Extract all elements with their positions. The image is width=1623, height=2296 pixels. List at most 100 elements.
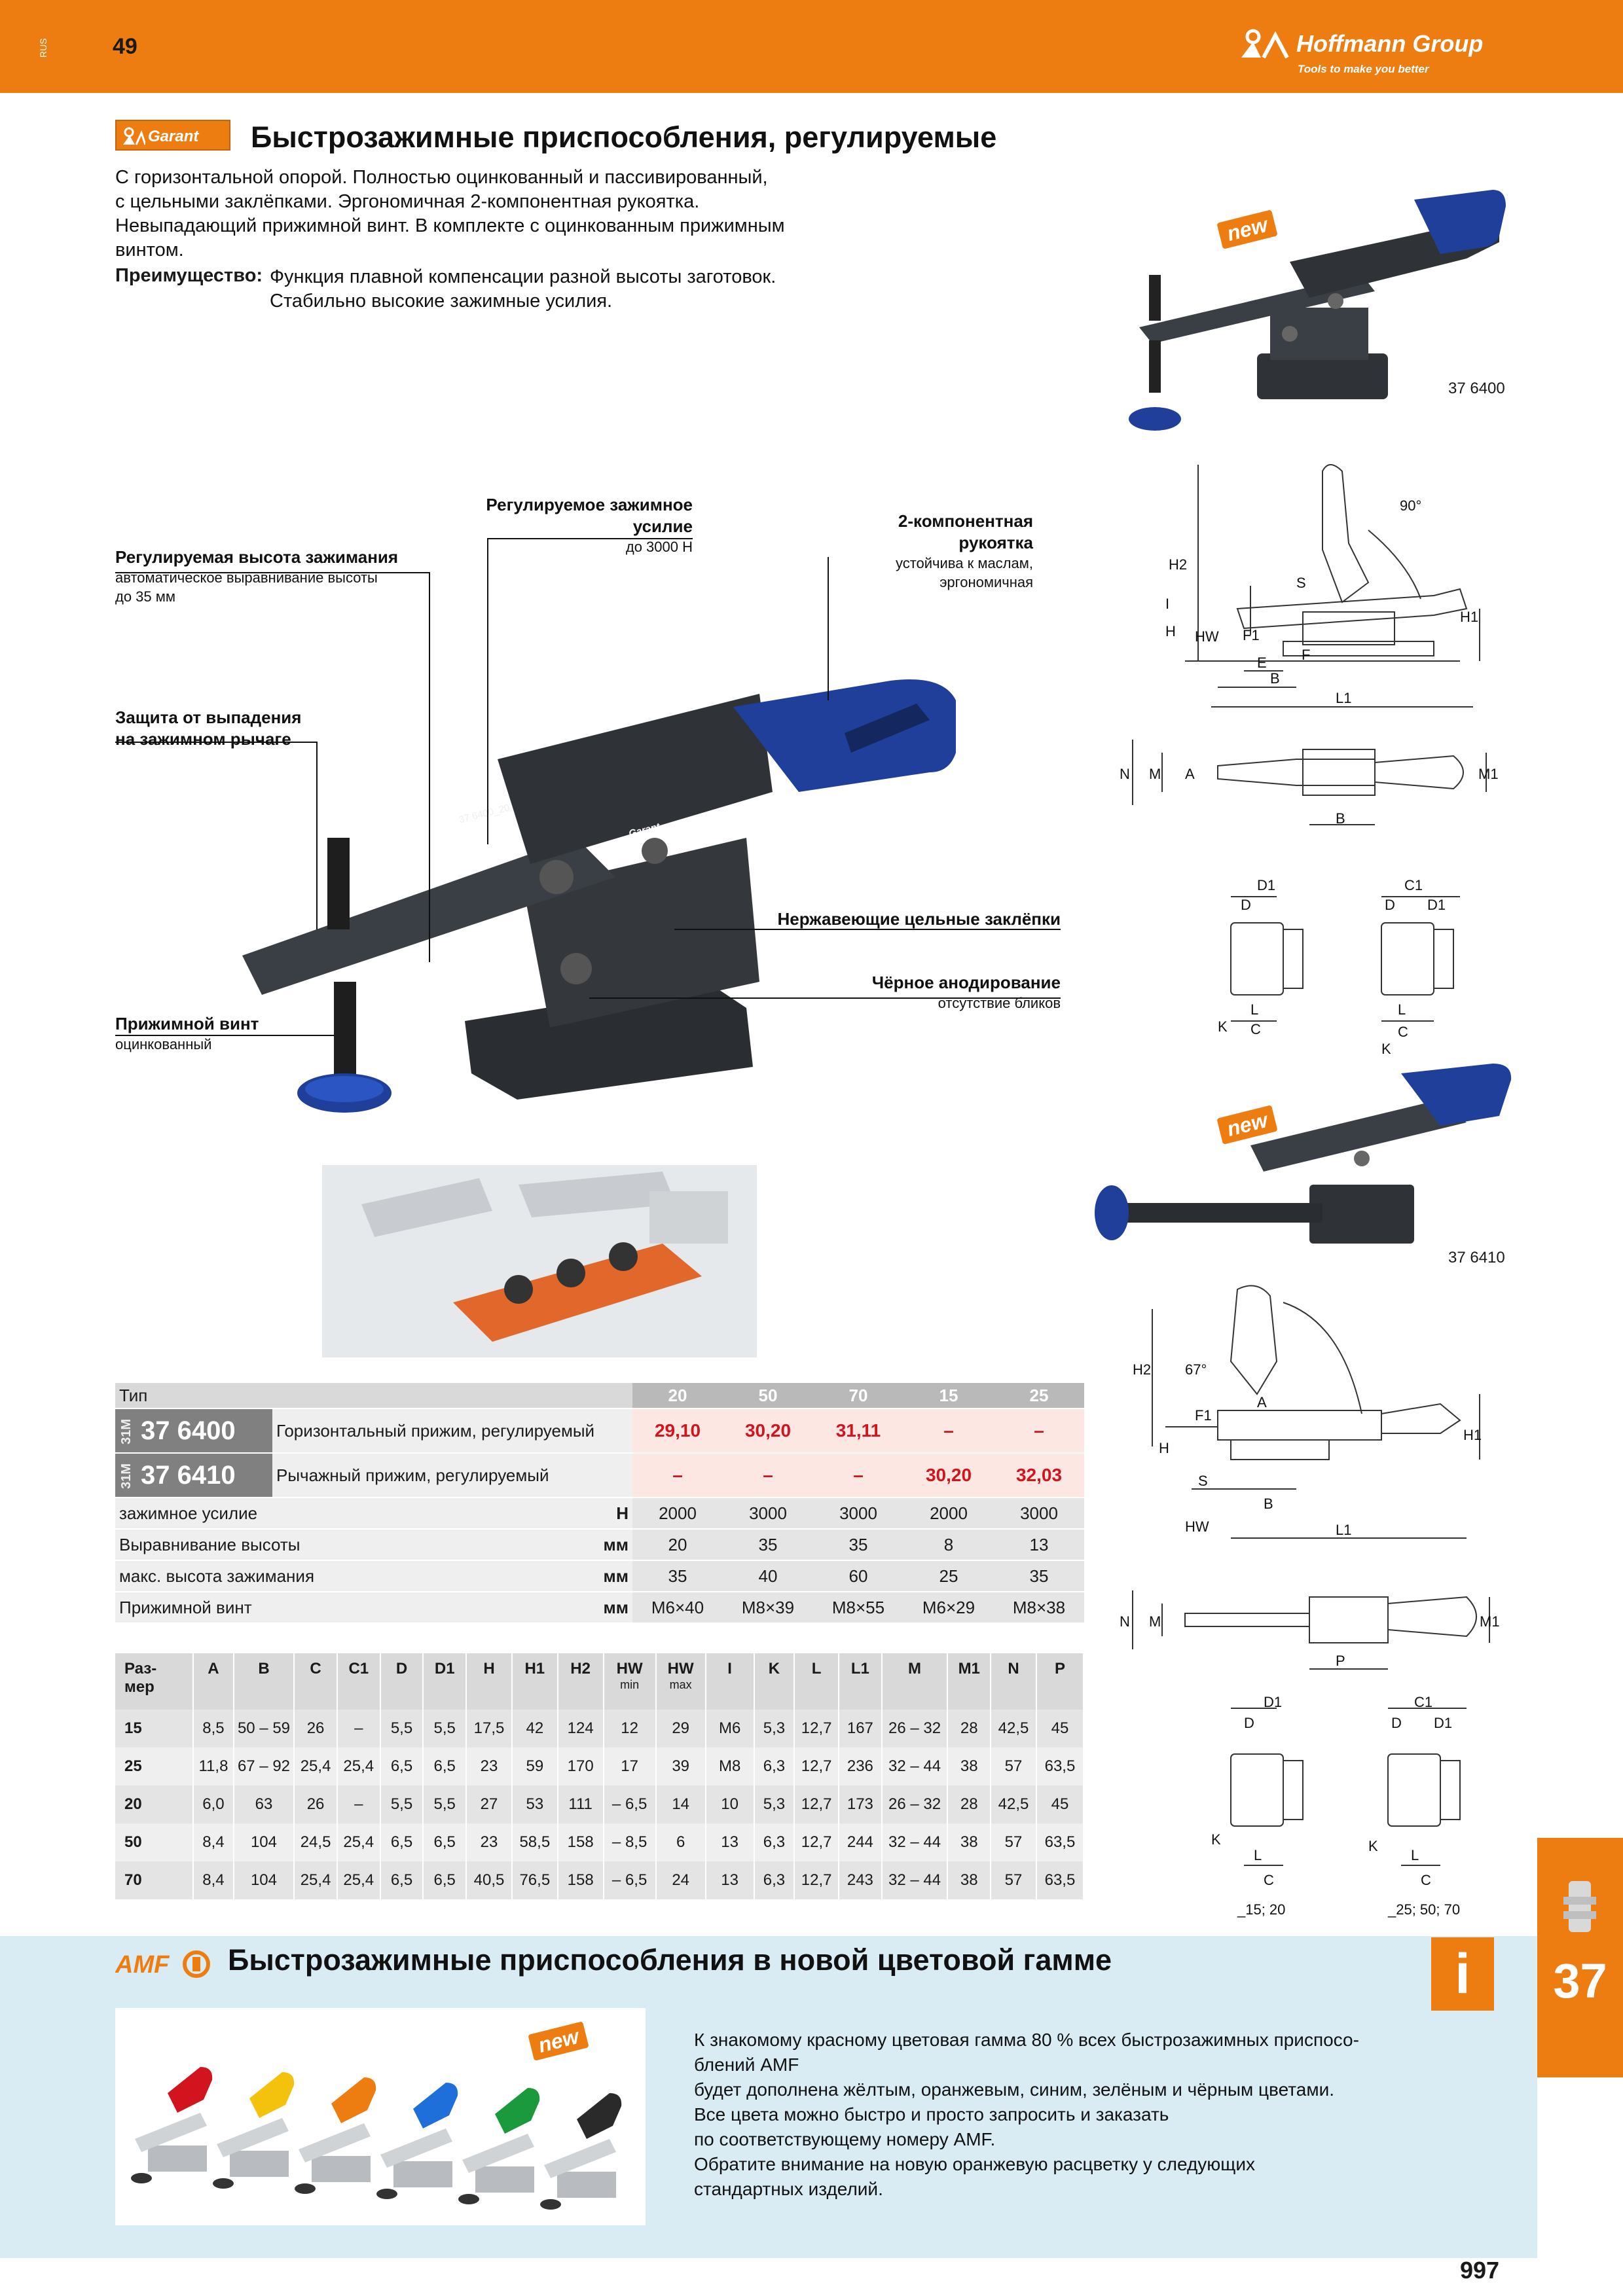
- angle-label: 67°: [1185, 1361, 1207, 1378]
- article-number-376410: 37 6410: [1448, 1249, 1505, 1266]
- dim-value-cell: 45: [1036, 1785, 1085, 1823]
- colored-clamp: [540, 2093, 622, 2210]
- spec-value: 35: [813, 1529, 903, 1561]
- size-note: _25; 50; 70: [1387, 1901, 1460, 1918]
- dim-value-cell: 57: [991, 1823, 1037, 1861]
- spec-value: M6×29: [903, 1592, 994, 1624]
- amf-logo: AMF: [115, 1949, 213, 1979]
- amf-text-line: будет дополнена жёлтым, оранжевым, синим…: [694, 2079, 1334, 2100]
- spec-value: 60: [813, 1560, 903, 1592]
- dim-size-cell: 20: [115, 1785, 194, 1823]
- amf-text-line: Все цвета можно быстро и просто запросит…: [694, 2104, 1169, 2125]
- dim-label-D1: D1: [1257, 877, 1275, 893]
- dim-label-H2: H2: [1133, 1361, 1151, 1378]
- callout-force-title: усилие: [632, 516, 693, 536]
- dim-value-cell: 6,0: [193, 1785, 234, 1823]
- dim-col-header: M: [881, 1653, 949, 1710]
- dim-value-cell: 32 – 44: [881, 1748, 949, 1785]
- dim-value-cell: 63: [233, 1785, 295, 1823]
- clamp-push-pull-icon: [1095, 1064, 1512, 1244]
- dim-label-HW: HW: [1185, 1518, 1209, 1535]
- dim-label-K: K: [1368, 1838, 1378, 1854]
- page-number-bottom: 997: [1460, 2257, 1500, 2284]
- amf-text-line: Обратите внимание на новую оранжевую рас…: [694, 2154, 1255, 2174]
- description: С горизонтальной опорой. Полностью оцинк…: [115, 166, 785, 262]
- dim-value-cell: 28: [947, 1785, 992, 1823]
- product-name: Рычажный прижим, регулируемый: [272, 1453, 632, 1498]
- spec-size-header: 20: [632, 1383, 723, 1409]
- dim-value-cell: 27: [466, 1785, 513, 1823]
- dim-value-cell: 236: [839, 1748, 883, 1785]
- dim-value-cell: 25,4: [294, 1748, 338, 1785]
- dim-value-cell: 25,4: [294, 1861, 338, 1899]
- dim-col-header: D1: [423, 1653, 467, 1710]
- spec-size-header: 70: [813, 1383, 903, 1409]
- dim-label-M1: M1: [1480, 1613, 1500, 1630]
- dim-value-cell: 13: [705, 1823, 755, 1861]
- spec-type-label: Тип: [115, 1383, 632, 1409]
- callout-height: Регулируемая высота зажимания автоматиче…: [115, 547, 398, 606]
- amf-text-line: стандартных изделий.: [694, 2179, 883, 2199]
- page-number-top: 49: [113, 34, 137, 59]
- dim-value-cell: 5,5: [380, 1785, 424, 1823]
- dim-value-cell: 6,3: [754, 1823, 795, 1861]
- spec-size-header: 15: [903, 1383, 994, 1409]
- dim-value-cell: 14: [655, 1785, 706, 1823]
- price-cell: 32,03: [994, 1453, 1084, 1498]
- price-cell: 30,20: [723, 1408, 813, 1454]
- spec-row: Выравнивание высоты мм 20 35 35 8 13: [115, 1529, 1084, 1561]
- section-title: Быстрозажимные приспособления, регулируе…: [251, 120, 997, 154]
- dim-label-M: M: [1149, 766, 1161, 782]
- dim-value-cell: 17,5: [466, 1710, 513, 1748]
- callout-force-sub: до 3000 Н: [625, 539, 693, 555]
- dim-col-header: K: [754, 1653, 795, 1710]
- advantage-line: Функция плавной компенсации разной высот…: [270, 266, 776, 287]
- brand-logo: Hoffmann Group Tools to make you better: [1237, 25, 1512, 77]
- dim-value-cell: 6,5: [423, 1748, 467, 1785]
- size-note: _15; 20: [1237, 1901, 1285, 1918]
- price-cell: –: [632, 1453, 723, 1498]
- dim-value-cell: 25,4: [337, 1748, 381, 1785]
- dim-value-cell: 244: [839, 1823, 883, 1861]
- dim-value-cell: 24,5: [294, 1823, 338, 1861]
- dim-value-cell: 12: [603, 1710, 657, 1748]
- dim-col-header: HW: [667, 1660, 694, 1677]
- dim-label-L: L: [1250, 1001, 1258, 1018]
- dim-value-cell: 12,7: [794, 1785, 840, 1823]
- dim-value-cell: 38: [947, 1748, 992, 1785]
- dim-value-cell: 8,5: [193, 1710, 234, 1748]
- chapter-tab[interactable]: [1537, 1838, 1623, 2077]
- dim-value-cell: 32 – 44: [881, 1861, 949, 1899]
- dim-value-cell: 63,5: [1036, 1823, 1085, 1861]
- dim-value-cell: 8,4: [193, 1861, 234, 1899]
- angle-label: 90°: [1400, 497, 1421, 514]
- dim-size-cell: 70: [115, 1861, 194, 1899]
- dim-value-cell: 58,5: [511, 1823, 558, 1861]
- dim-label-E: E: [1257, 655, 1267, 671]
- dim-value-cell: 6,5: [380, 1861, 424, 1899]
- dim-label-L1: L1: [1336, 1522, 1351, 1538]
- spec-row: макс. высота зажимания мм 35 40 60 25 35: [115, 1560, 1084, 1592]
- dim-value-cell: 50 – 59: [233, 1710, 295, 1748]
- dim-label-S: S: [1198, 1473, 1208, 1489]
- dim-size-cell: 15: [115, 1710, 194, 1748]
- dim-col-header: N: [991, 1653, 1037, 1710]
- dim-value-cell: 38: [947, 1861, 992, 1899]
- dim-label-M1: M1: [1478, 766, 1499, 782]
- spec-value: M8×55: [813, 1592, 903, 1624]
- spec-value: 8: [903, 1529, 994, 1561]
- amf-panel-text: К знакомому красному цветовая гамма 80 %…: [694, 2028, 1359, 2202]
- description-line: винтом.: [115, 240, 184, 260]
- spec-row: Прижимной винт мм M6×40 M8×39 M8×55 M6×2…: [115, 1592, 1084, 1624]
- dim-value-cell: 8,4: [193, 1823, 234, 1861]
- dim-value-cell: 5,5: [423, 1710, 467, 1748]
- colored-clamp: [295, 2077, 376, 2194]
